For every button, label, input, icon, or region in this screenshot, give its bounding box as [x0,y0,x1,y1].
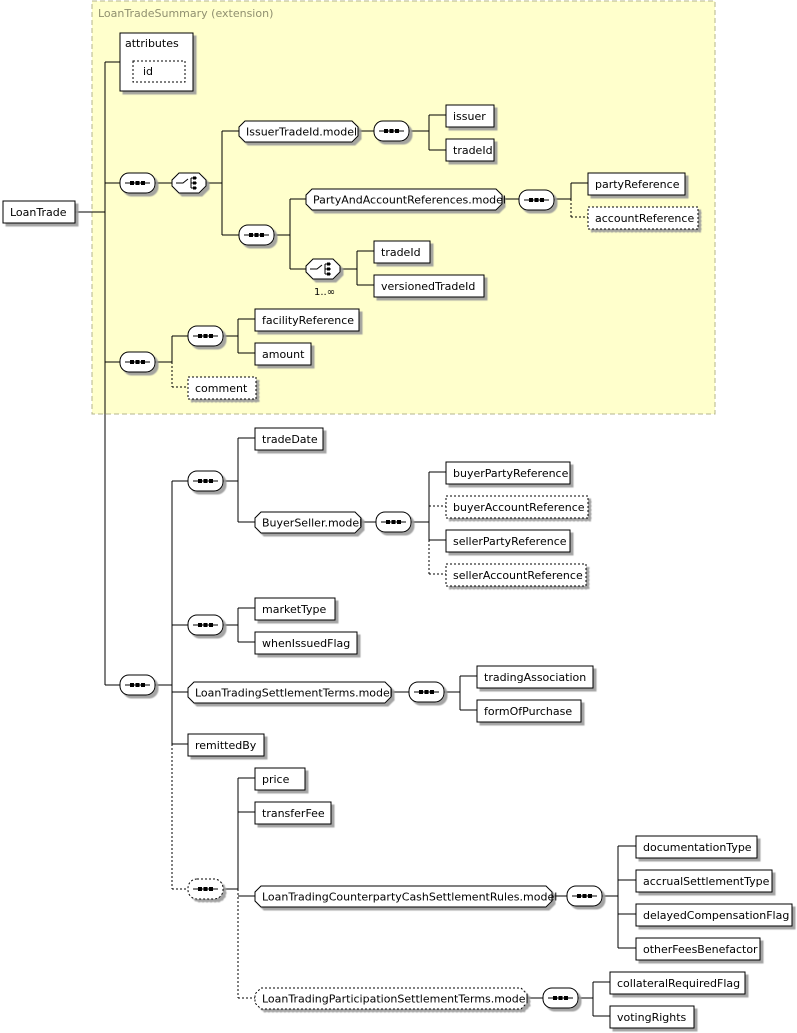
sequence-compositor[interactable] [542,987,579,1009]
price-element-label: price [262,773,290,786]
choice-compositor-multi[interactable] [305,258,341,280]
sequence-compositor[interactable] [187,325,224,347]
issuer-model-element[interactable]: IssuerTradeId.model [238,120,359,143]
comment-element-label: comment [195,382,248,395]
ltccs-model-element-label: LoanTradingCounterpartyCashSettlementRul… [262,891,557,904]
buyer-account-reference-element[interactable]: buyerAccountReference [445,495,589,519]
extension-label: LoanTradeSummary (extension) [98,7,273,20]
sequence-compositor[interactable] [119,172,156,194]
root-element-label: LoanTrade [10,206,67,219]
sequence-compositor[interactable] [408,681,445,703]
facility-reference-element[interactable]: facilityReference [254,308,360,332]
form-of-purchase-element[interactable]: formOfPurchase [476,699,582,723]
root-element[interactable]: LoanTrade [2,200,76,224]
documentation-type-element-label: documentationType [643,841,752,854]
accrual-settlement-type-element-label: accrualSettlementType [643,875,770,888]
choice-compositor[interactable] [171,172,207,194]
delayed-compensation-flag-element[interactable]: delayedCompensationFlag [635,903,793,927]
issuer-model-element-label: IssuerTradeId.model [246,126,357,139]
attributes-title: attributes [125,37,179,50]
party-reference-element[interactable]: partyReference [587,172,686,196]
price-element[interactable]: price [254,767,306,791]
multiplicity-label: 1..∞ [314,287,335,298]
connector-lines [75,61,636,1017]
form-of-purchase-element-label: formOfPurchase [484,705,572,718]
attribute-id-label: id [143,65,153,78]
voting-rights-element[interactable]: votingRights [609,1005,695,1029]
when-issued-flag-element[interactable]: whenIssuedFlag [254,631,358,655]
other-fees-benefactor-element-label: otherFeesBenefactor [643,943,758,956]
sequence-compositor[interactable] [238,224,275,246]
issuer-element[interactable]: issuer [445,104,495,128]
party-model-element[interactable]: PartyAndAccountReferences.model [305,188,506,211]
trading-association-element[interactable]: tradingAssociation [476,665,594,689]
facility-reference-element-label: facilityReference [262,314,354,327]
versioned-trade-id-element[interactable]: versionedTradeId [373,274,485,298]
trade-id2-element[interactable]: tradeId [373,240,431,264]
when-issued-flag-element-label: whenIssuedFlag [262,637,350,650]
seller-account-reference-element-label: sellerAccountReference [453,569,583,582]
sequence-compositor[interactable] [518,189,555,211]
attribute-id[interactable] [132,60,186,83]
amount-element[interactable]: amount [254,342,312,366]
market-type-element-label: marketType [262,603,327,616]
sequence-compositor[interactable] [566,885,603,907]
sequence-compositor[interactable] [187,470,224,492]
trade-id-element[interactable]: tradeId [445,138,495,162]
ltps-model-element[interactable]: LoanTradingParticipationSettlementTerms.… [254,987,529,1010]
remitted-by-element[interactable]: remittedBy [187,733,265,757]
transfer-fee-element[interactable]: transferFee [254,801,332,825]
account-reference-element[interactable]: accountReference [587,206,699,230]
diagram-nodes: LoanTrade IssuerTradeId.model issuer tradeI… [2,104,793,1029]
lts-model-element[interactable]: LoanTradingSettlementTerms.model [187,681,393,704]
optional-sequence-compositor[interactable] [187,878,224,900]
collateral-required-flag-element-label: collateralRequiredFlag [617,977,740,990]
account-reference-element-label: accountReference [595,212,694,225]
attributes-box: attributes id [119,32,194,92]
seller-party-reference-element-label: sellerPartyReference [453,535,567,548]
ltccs-model-element[interactable]: LoanTradingCounterpartyCashSettlementRul… [254,885,557,908]
ltps-model-element-label: LoanTradingParticipationSettlementTerms.… [262,993,529,1006]
collateral-required-flag-element[interactable]: collateralRequiredFlag [609,971,746,995]
remitted-by-element-label: remittedBy [195,739,257,752]
sequence-compositor[interactable] [119,351,156,373]
buyerseller-model-element[interactable]: BuyerSeller.model [254,511,362,534]
buyer-party-reference-element[interactable]: buyerPartyReference [445,461,571,485]
sequence-compositor[interactable] [375,511,412,533]
trade-date-element-label: tradeDate [262,433,318,446]
trade-date-element[interactable]: tradeDate [254,427,324,451]
accrual-settlement-type-element[interactable]: accrualSettlementType [635,869,773,893]
transfer-fee-element-label: transferFee [262,807,325,820]
party-model-element-label: PartyAndAccountReferences.model [313,194,506,207]
trading-association-element-label: tradingAssociation [484,671,586,684]
trade-id-element-label: tradeId [453,144,493,157]
sequence-compositor[interactable] [373,120,410,142]
sequence-compositor[interactable] [119,674,156,696]
lts-model-element-label: LoanTradingSettlementTerms.model [195,687,393,700]
trade-id2-element-label: tradeId [381,246,421,259]
other-fees-benefactor-element[interactable]: otherFeesBenefactor [635,937,761,961]
market-type-element[interactable]: marketType [254,597,336,621]
seller-account-reference-element[interactable]: sellerAccountReference [445,563,587,587]
issuer-element-label: issuer [453,110,486,123]
sequence-compositor[interactable] [187,614,224,636]
amount-element-label: amount [262,348,305,361]
delayed-compensation-flag-element-label: delayedCompensationFlag [643,909,789,922]
buyer-party-reference-element-label: buyerPartyReference [453,467,569,480]
party-reference-element-label: partyReference [595,178,680,191]
buyer-account-reference-element-label: buyerAccountReference [453,501,585,514]
documentation-type-element[interactable]: documentationType [635,835,758,859]
comment-element[interactable]: comment [187,376,257,400]
seller-party-reference-element[interactable]: sellerPartyReference [445,529,571,553]
voting-rights-element-label: votingRights [617,1011,687,1024]
versioned-trade-id-element-label: versionedTradeId [381,280,475,293]
buyerseller-model-element-label: BuyerSeller.model [262,517,362,530]
